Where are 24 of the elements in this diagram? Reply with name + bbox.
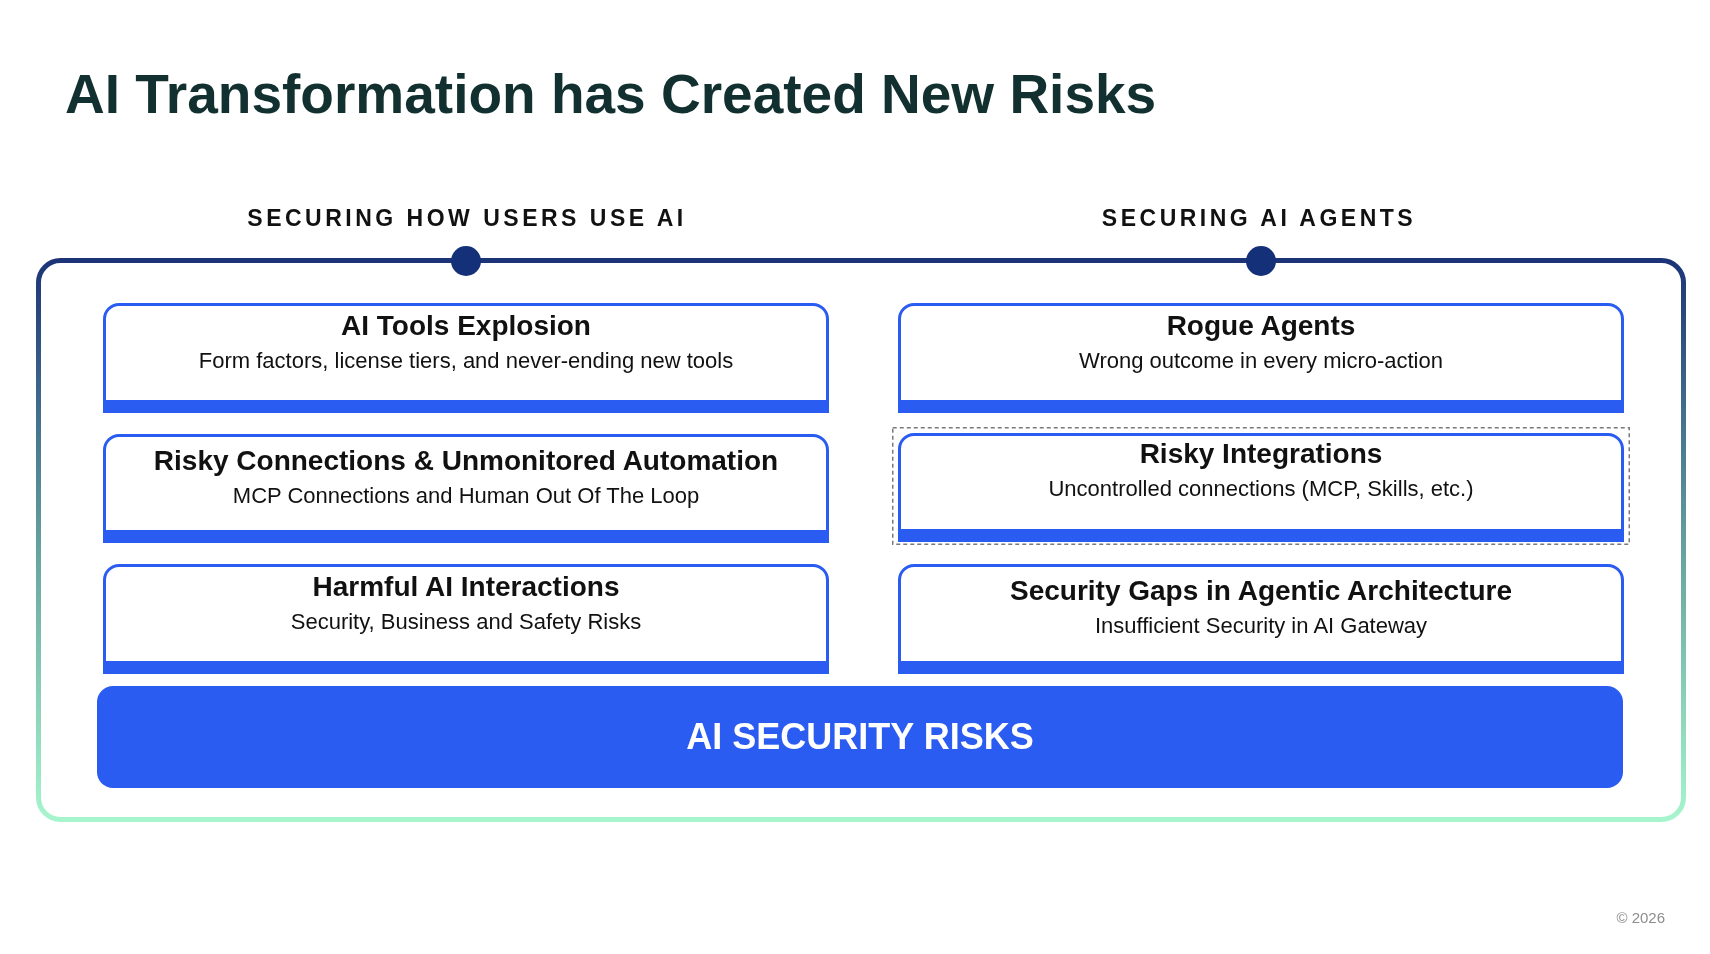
column-heading: SECURING AI AGENTS (1101, 204, 1417, 232)
page-title: AI Transformation has Created New Risks (65, 67, 1157, 122)
card-title: Harmful AI Interactions (311, 570, 621, 604)
card-title: Security Gaps in Agentic Architecture (1008, 574, 1514, 608)
card-title: Rogue Agents (1165, 309, 1357, 343)
risk-card (898, 303, 1624, 413)
risk-card (898, 564, 1624, 674)
outline-frame (36, 258, 1686, 822)
card-description: MCP Connections and Human Out Of The Loop (231, 481, 701, 510)
risk-card (103, 303, 829, 413)
banner-title: AI SECURITY RISKS (686, 716, 1034, 758)
card-description: Wrong outcome in every micro-action (1078, 346, 1444, 375)
risk-banner (97, 686, 1623, 788)
card-description: Uncontrolled connections (MCP, Skills, etc.) (1047, 474, 1475, 503)
card-title: Risky Connections & Unmonitored Automation (152, 444, 780, 478)
column-heading: SECURING HOW USERS USE AI (247, 204, 687, 232)
card-title: AI Tools Explosion (340, 309, 592, 343)
card-description: Security, Business and Safety Risks (289, 607, 643, 636)
card-title: Risky Integrations (1138, 437, 1384, 471)
copyright-text: © 2026 (1616, 909, 1665, 926)
card-description: Insufficient Security in AI Gateway (1093, 611, 1429, 640)
risk-card (103, 564, 829, 674)
risk-card (103, 434, 829, 543)
card-description: Form factors, license tiers, and never-ending new tools (197, 346, 735, 375)
